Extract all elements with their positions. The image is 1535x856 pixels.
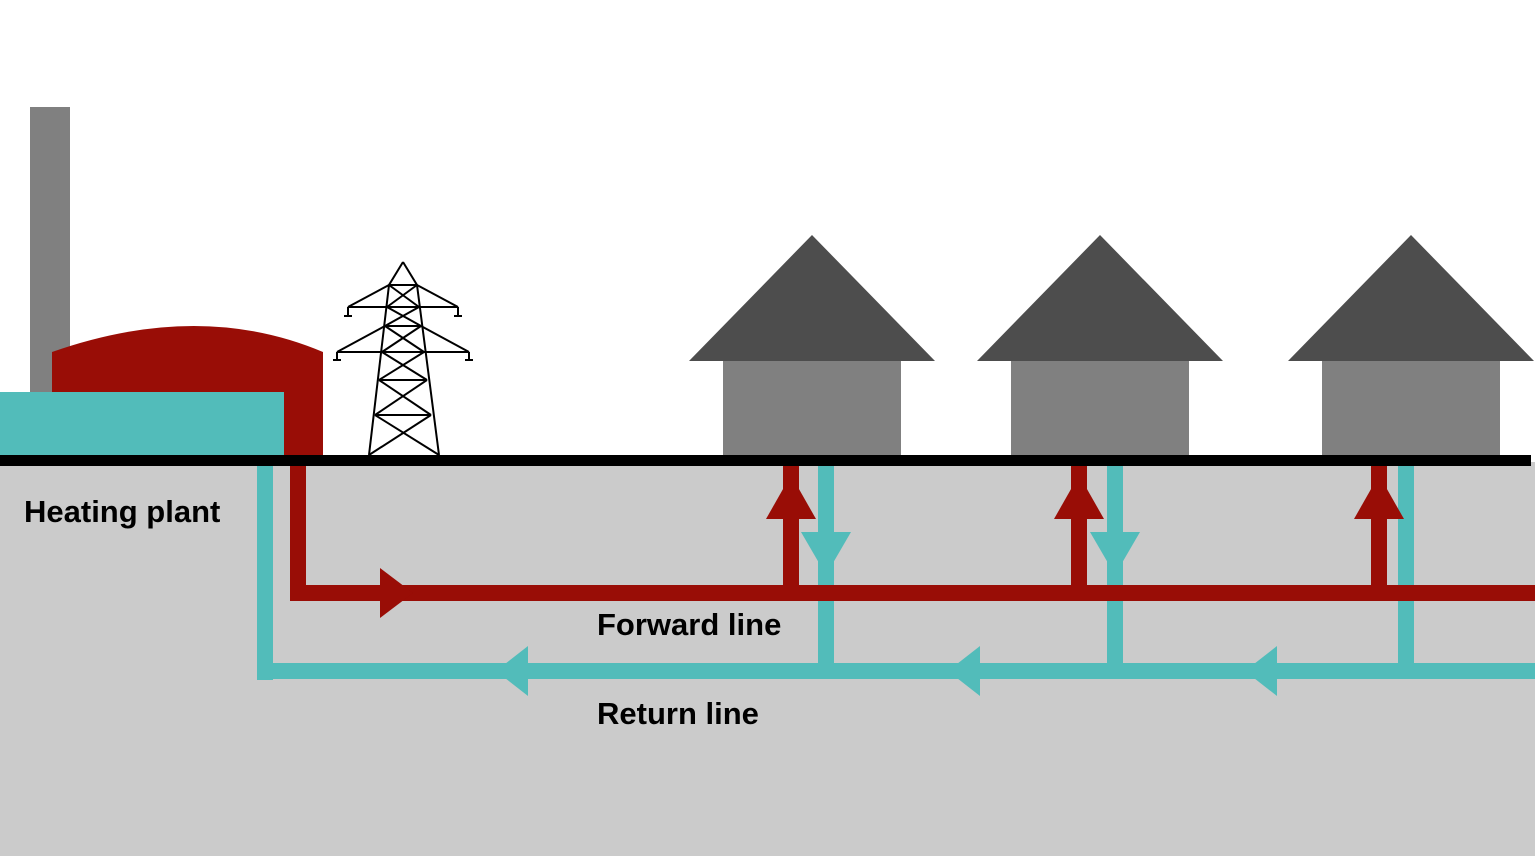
heating-plant [0, 107, 323, 460]
house-3-roof [1288, 235, 1534, 361]
flow-arrow-icon [380, 568, 413, 618]
forward-line-label: Forward line [597, 607, 782, 642]
house-icon [977, 235, 1223, 457]
flow-arrow-icon [766, 475, 816, 519]
power-pylon-icon [333, 261, 473, 456]
return-line [257, 456, 1535, 696]
forward-pipe-plant-riser [290, 456, 306, 601]
forward-pipe-main [290, 585, 1535, 601]
house-icon [689, 235, 935, 457]
house-icon [1288, 235, 1534, 457]
heating-plant-label: Heating plant [24, 494, 221, 529]
house-1-wall [723, 361, 901, 457]
forward-line [290, 456, 1535, 618]
house-3-wall [1322, 361, 1500, 457]
plant-building [0, 392, 284, 460]
flow-arrow-icon [1054, 475, 1104, 519]
return-pipe-main [257, 663, 1535, 679]
return-riser-house-3 [1398, 466, 1414, 671]
flow-arrow-icon [1245, 646, 1277, 696]
flow-arrow-icon [801, 532, 851, 575]
house-1-roof [689, 235, 935, 361]
return-pipe-plant-riser [257, 456, 273, 680]
flow-arrow-icon [1090, 532, 1140, 575]
flow-arrow-icon [496, 646, 528, 696]
underground [0, 462, 1535, 856]
ground-surface-line [0, 455, 1531, 466]
flow-arrow-icon [948, 646, 980, 696]
flow-arrow-icon [1354, 475, 1404, 519]
return-line-label: Return line [597, 696, 759, 731]
house-2-wall [1011, 361, 1189, 457]
house-2-roof [977, 235, 1223, 361]
